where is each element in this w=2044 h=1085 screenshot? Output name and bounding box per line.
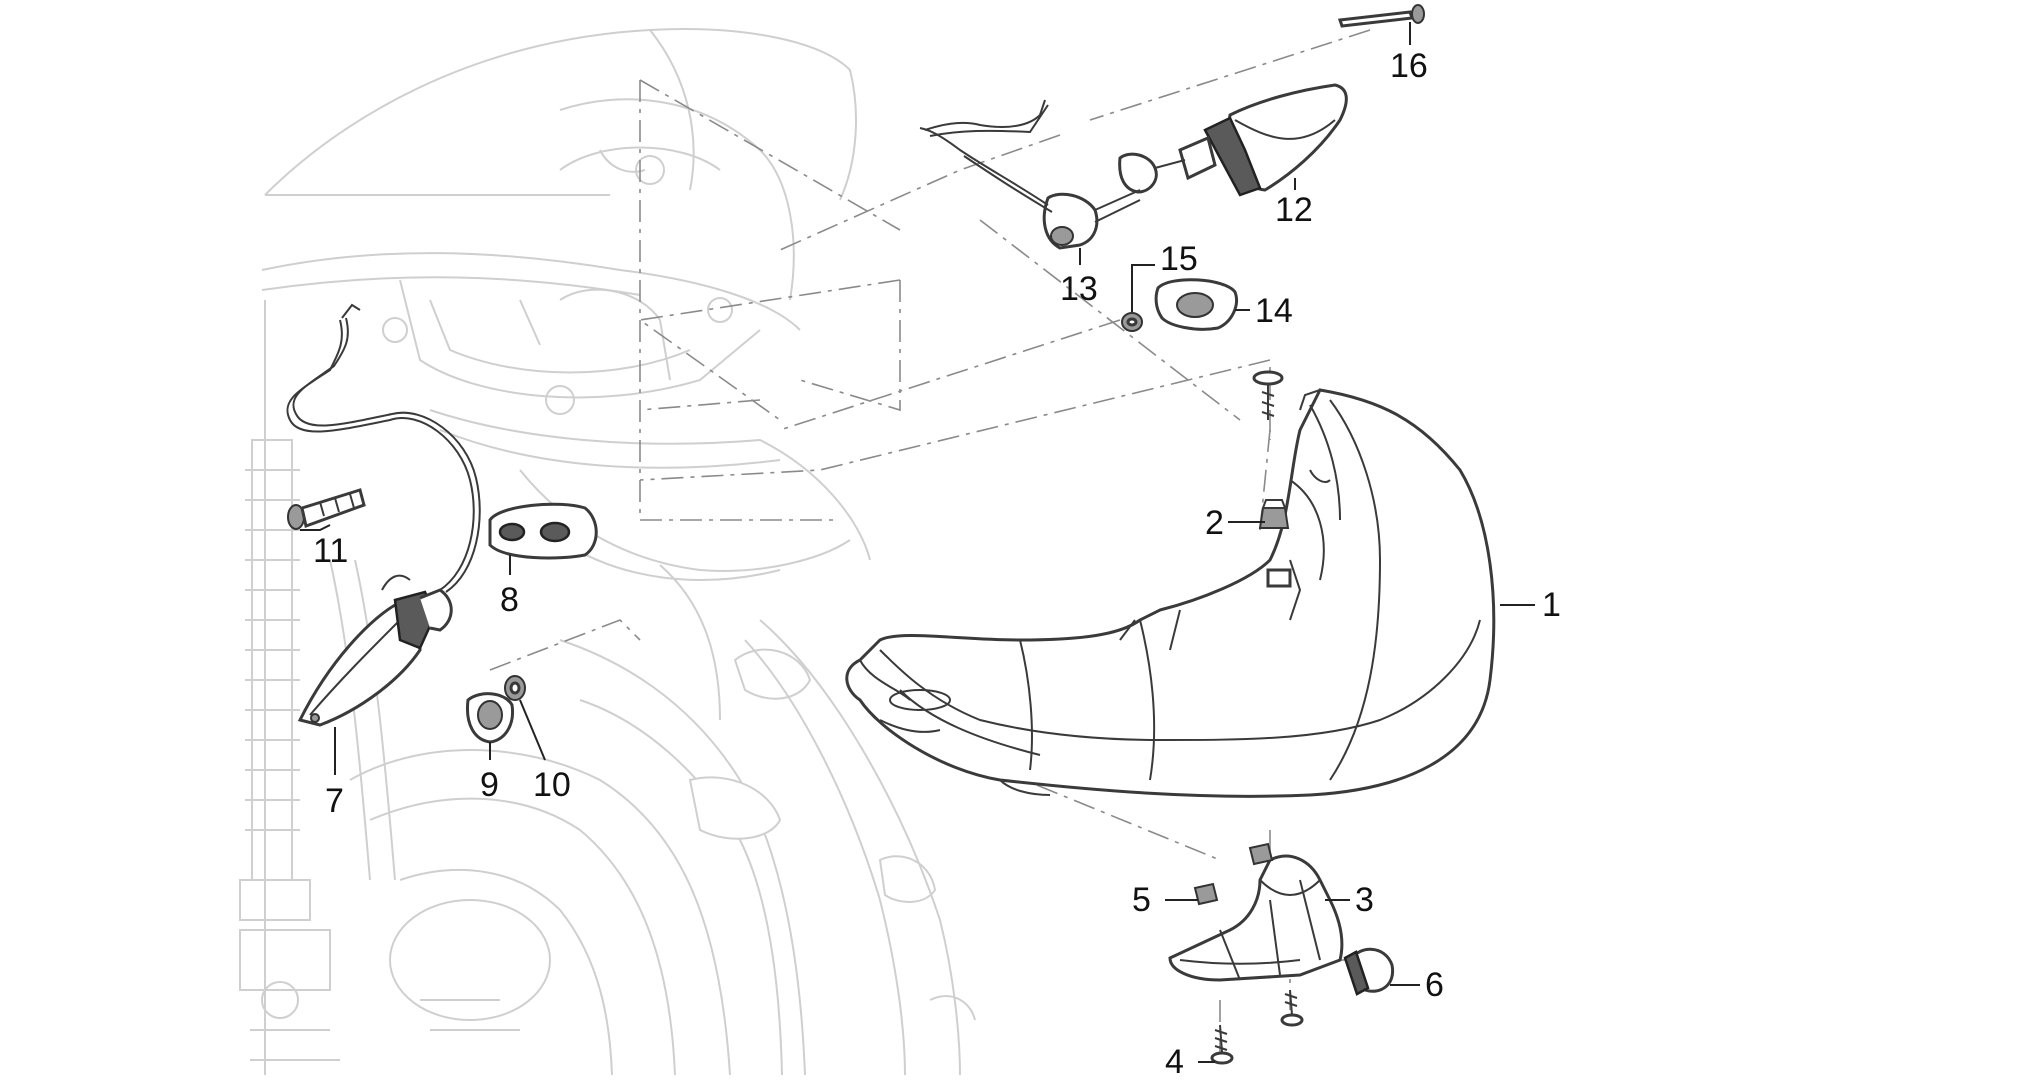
callout-16: 16 (1390, 47, 1428, 85)
callout-13: 13 (1060, 270, 1098, 308)
callout-7: 7 (325, 782, 344, 820)
callout-10: 10 (533, 766, 571, 804)
headlight-assembly (845, 388, 1496, 798)
nut-part-15 (1121, 312, 1143, 332)
callout-8: 8 (500, 581, 519, 619)
callout-11: 11 (313, 532, 348, 570)
nut-part-10 (504, 675, 526, 701)
callout-5: 5 (1132, 881, 1151, 919)
screw-top-headlight (1252, 370, 1284, 420)
grommet-part-9 (465, 692, 515, 744)
callout-4: 4 (1165, 1043, 1184, 1081)
bracket-part-3 (1168, 854, 1344, 982)
screw-under-bracket (1280, 989, 1304, 1027)
indicator-wire-right (919, 99, 1053, 213)
clip-nut-part-2 (1258, 499, 1290, 529)
callout-6: 6 (1425, 966, 1444, 1004)
bolt-part-16 (1337, 4, 1425, 28)
callout-labels: 1 2 3 4 5 6 7 8 9 10 11 12 13 14 15 16 (313, 47, 1561, 1081)
screw-part-4 (1210, 1024, 1234, 1065)
callout-1: 1 (1542, 586, 1561, 624)
scooter-body-outline (239, 28, 976, 1076)
callout-9: 9 (480, 766, 499, 804)
turn-indicator-part-7 (297, 574, 453, 727)
indicator-wire-left (286, 303, 481, 593)
callout-leader-lines (300, 22, 1535, 1063)
grommet-part-14 (1154, 278, 1238, 331)
clip-nut-part-5 (1193, 842, 1274, 906)
callout-15: 15 (1160, 240, 1198, 278)
callout-12: 12 (1275, 191, 1313, 229)
bolt-part-11 (287, 488, 366, 530)
mount-part-8 (488, 502, 598, 560)
turn-indicator-part-12 (1118, 83, 1348, 197)
callout-3: 3 (1355, 881, 1374, 919)
bulb-part-6 (1343, 947, 1395, 996)
mount-part-13 (1042, 189, 1141, 250)
callout-2: 2 (1205, 504, 1224, 542)
callout-14: 14 (1255, 292, 1293, 330)
